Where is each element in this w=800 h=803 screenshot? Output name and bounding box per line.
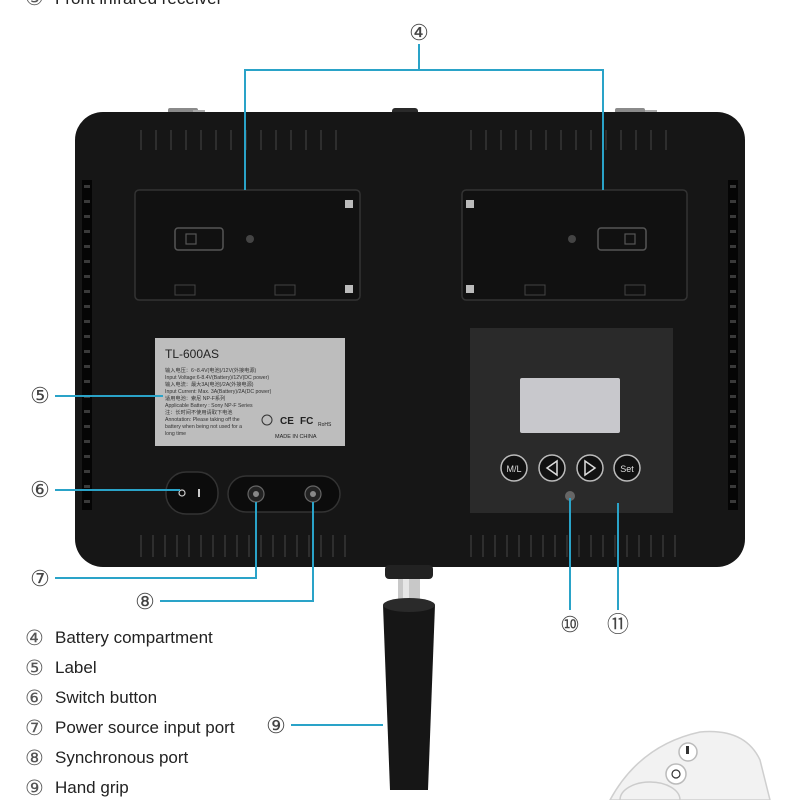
remote-control	[609, 730, 771, 800]
caption-text: Front infrared receiver	[55, 0, 222, 9]
recycle-icon	[261, 414, 273, 426]
legend-item: ④ Battery compartment	[25, 623, 285, 653]
right-grooves	[728, 180, 738, 510]
lcd-screen	[520, 378, 620, 433]
label-line2: Input Voltage:6-8.4V(Battery)/12V(DC pow…	[165, 375, 269, 381]
made-in-china: MADE IN CHINA	[275, 434, 317, 440]
legend-number: ⑨	[25, 776, 44, 800]
legend-item: ⑨ Hand grip	[25, 773, 285, 803]
svg-text:M/L: M/L	[506, 464, 521, 474]
on-icon	[198, 489, 200, 497]
hand-grip	[383, 565, 435, 790]
legend-text: Battery compartment	[55, 628, 213, 647]
label-line4: Input Current: Max. 3A(Battery)/2A(DC po…	[165, 389, 272, 395]
label-model: TL-600AS	[165, 347, 219, 361]
label-line3: 输入电流：最大3A(电池)/2A(外接电源)	[165, 380, 254, 388]
fc-mark-icon: FC	[300, 416, 313, 427]
label-line5: 适用电池：索尼 NP-F系列	[165, 394, 225, 402]
port-housing	[227, 475, 341, 513]
battery-compartment-right	[461, 189, 688, 301]
ce-mark-icon: CE	[280, 416, 294, 427]
label-plate: TL-600AS 输入电压：6~8.4V(电池)/12V(外接电源) Input…	[155, 338, 345, 446]
label-line7: 注：长时间不使用请取下电池	[165, 408, 232, 416]
label-line6: Applicable Battery : Sony NP-F Series	[165, 403, 253, 409]
right-arrow-icon	[584, 459, 597, 477]
control-panel: M/L Set	[470, 328, 673, 513]
remote-dial[interactable]	[619, 781, 681, 800]
battery-compartment-left	[134, 189, 361, 301]
callout-9: ⑨	[266, 713, 286, 738]
top-caption: ③ Front infrared receiver	[25, 0, 222, 9]
legend-item: ⑦ Power source input port	[25, 713, 285, 743]
bottom-grooves	[140, 535, 676, 557]
legend-number: ⑤	[25, 656, 44, 680]
legend-text: Power source input port	[55, 718, 235, 737]
rohs-mark: RoHS	[318, 422, 332, 428]
legend-item: ⑧ Synchronous port	[25, 743, 285, 773]
label-line1: 输入电压：6~8.4V(电池)/12V(外接电源)	[165, 366, 257, 374]
callout-8: ⑧	[135, 589, 155, 614]
legend-number: ⑥	[25, 686, 44, 710]
legend-text: Hand grip	[55, 778, 129, 797]
legend-text: Label	[55, 658, 97, 677]
label-line10: long time	[165, 431, 186, 437]
callout-6: ⑥	[30, 477, 50, 502]
legend-list: ④ Battery compartment ⑤ Label ⑥ Switch b…	[25, 623, 285, 803]
left-arrow-icon	[545, 459, 558, 477]
left-grooves	[82, 180, 92, 510]
callout-lines	[55, 44, 619, 726]
legend-item: ⑤ Label	[25, 653, 285, 683]
remote-off-button[interactable]	[665, 763, 687, 785]
legend-number: ⑧	[25, 746, 44, 770]
callout-5: ⑤	[30, 383, 50, 408]
ml-button[interactable]: M/L	[500, 454, 528, 482]
callout-4: ④	[409, 20, 429, 45]
off-icon	[178, 489, 186, 497]
callout-11: ⑪	[607, 612, 629, 637]
svg-text:Set: Set	[620, 464, 634, 474]
legend-number: ⑦	[25, 716, 44, 740]
label-line8: Annotation: Please taking off the	[165, 417, 240, 423]
callout-10: ⑩	[560, 612, 580, 637]
callout-7: ⑦	[30, 566, 50, 591]
infrared-sensor	[565, 491, 575, 501]
label-line9: battery when being not used for a	[165, 424, 242, 430]
legend-text: Synchronous port	[55, 748, 189, 767]
next-button[interactable]	[576, 454, 604, 482]
prev-button[interactable]	[538, 454, 566, 482]
set-button[interactable]: Set	[613, 454, 641, 482]
legend-text: Switch button	[55, 688, 158, 707]
caption-number: ③	[25, 0, 55, 9]
legend-item: ⑥ Switch button	[25, 683, 285, 713]
power-switch[interactable]	[165, 471, 219, 515]
legend-number: ④	[25, 626, 44, 650]
